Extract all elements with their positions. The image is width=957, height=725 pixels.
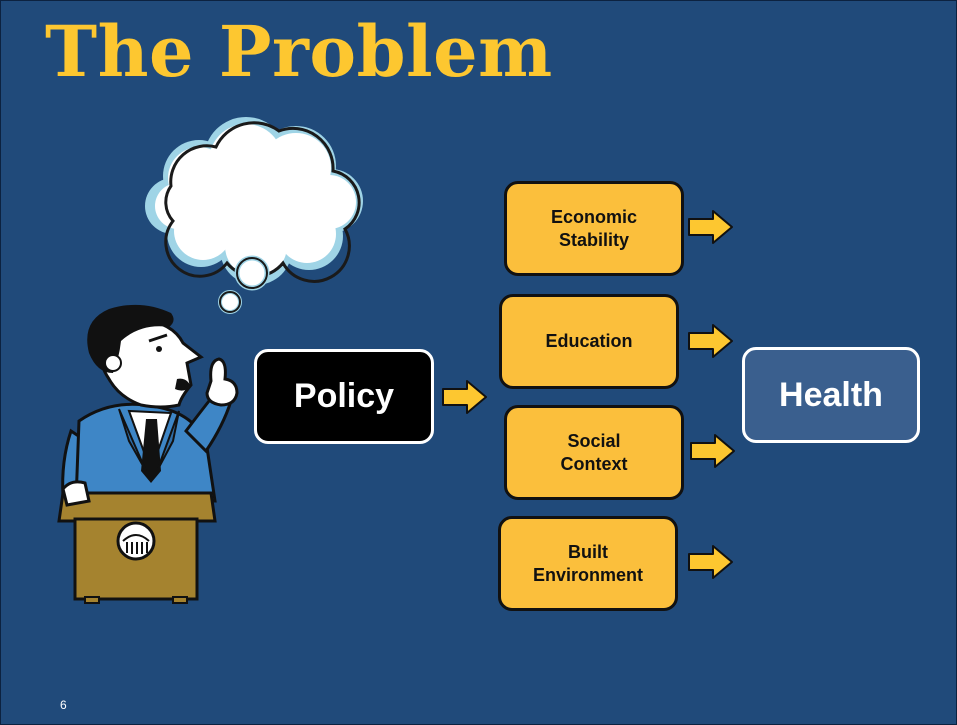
- health-box: Health: [742, 347, 920, 443]
- factor-box-economic-stability: Economic Stability: [504, 181, 684, 276]
- arrow-right-icon: [690, 434, 735, 468]
- policy-box: Policy: [254, 349, 434, 444]
- factor-box-social-context: Social Context: [504, 405, 684, 500]
- thought-cloud-icon: [145, 117, 363, 314]
- arrow-right-icon: [442, 380, 487, 414]
- arrow-right-icon: [688, 324, 733, 358]
- arrow-right-icon: [688, 545, 733, 579]
- page-number: 6: [60, 698, 67, 712]
- arrow-right-icon: [688, 210, 733, 244]
- speaker-at-podium-icon: [57, 304, 239, 604]
- factor-box-education: Education: [499, 294, 679, 389]
- factor-box-built-environment: Built Environment: [498, 516, 678, 611]
- slide-title: The Problem: [45, 10, 553, 93]
